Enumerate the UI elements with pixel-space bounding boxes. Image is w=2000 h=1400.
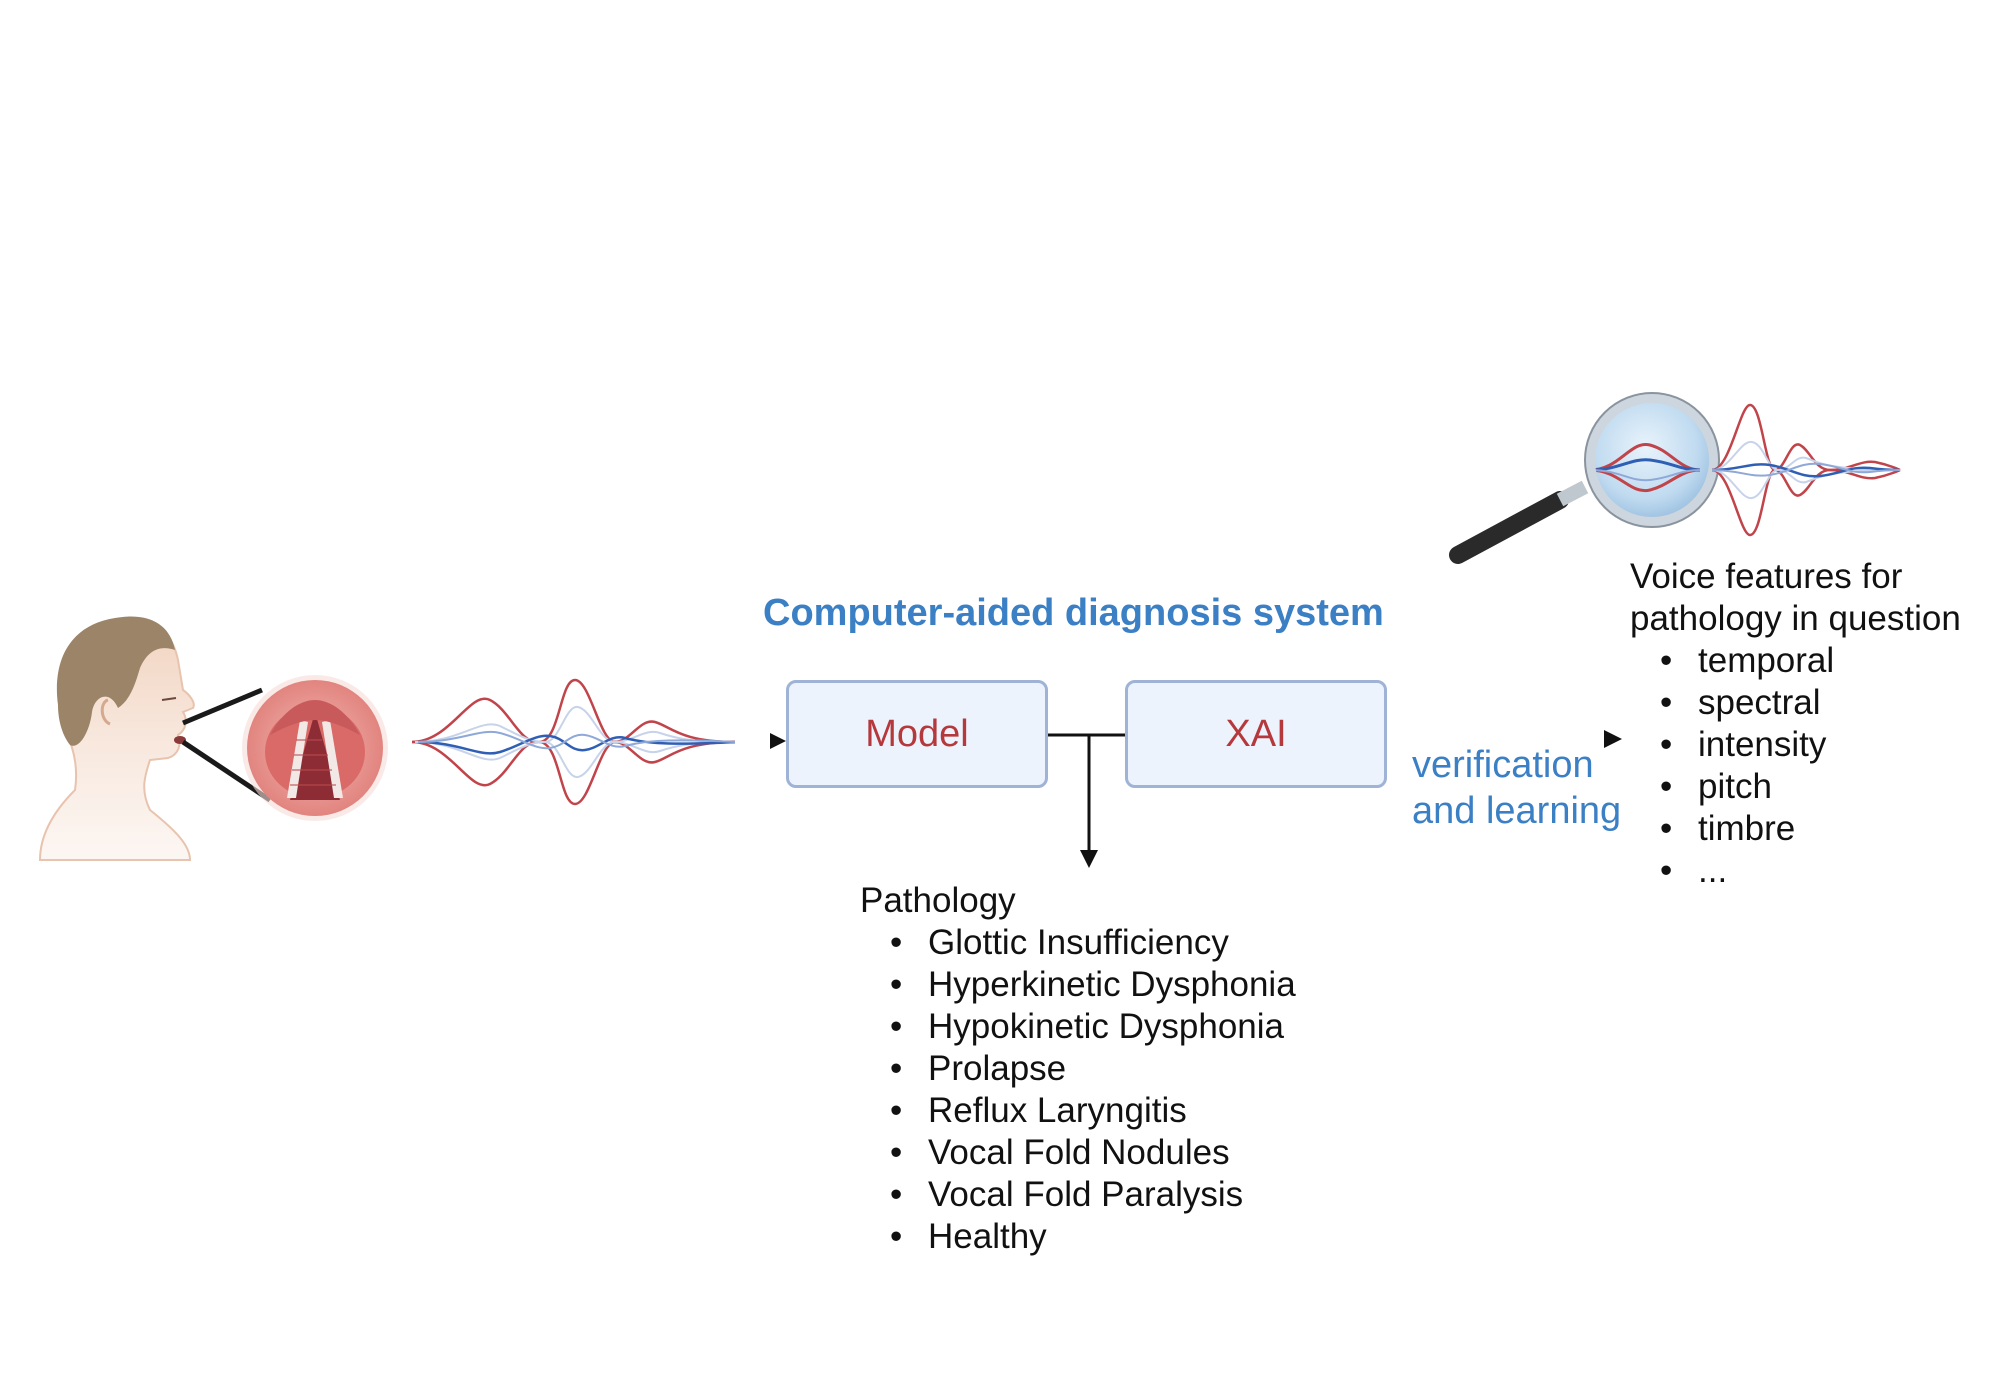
pathology-item: Reflux Laryngitis (860, 1090, 1296, 1132)
voice-features-heading-line2: pathology in question (1630, 599, 1961, 638)
model-label: Model (865, 712, 969, 755)
xai-box: XAI (1125, 680, 1387, 788)
system-title: Computer-aided diagnosis system (763, 592, 1384, 634)
voice-feature-item: spectral (1630, 682, 1961, 724)
voice-feature-item: intensity (1630, 724, 1961, 766)
pathology-heading: Pathology (860, 881, 1016, 920)
voice-feature-item: pitch (1630, 766, 1961, 808)
pathology-item: Hyperkinetic Dysphonia (860, 964, 1296, 1006)
sound-waveform-icon (411, 678, 736, 806)
zoom-line-bottom (181, 739, 272, 803)
person-head-icon (38, 616, 195, 861)
voice-feature-item: ... (1630, 850, 1961, 892)
xai-label: XAI (1225, 712, 1287, 755)
arrow-to-pathology-head (1080, 850, 1098, 868)
zoom-line-top (182, 687, 263, 726)
pathology-item: Prolapse (860, 1048, 1296, 1090)
voice-feature-item: temporal (1630, 640, 1961, 682)
arrow-to-model-head (770, 733, 786, 749)
pathology-item: Vocal Fold Nodules (860, 1132, 1296, 1174)
pathology-list: Pathology Glottic Insufficiency Hyperkin… (860, 880, 1296, 1258)
pathology-item: Vocal Fold Paralysis (860, 1174, 1296, 1216)
arrow-to-features-head (1604, 730, 1622, 748)
voice-features-list: Voice features for pathology in question… (1630, 556, 1961, 892)
pathology-item: Healthy (860, 1216, 1296, 1258)
model-box: Model (786, 680, 1048, 788)
pathology-item: Hypokinetic Dysphonia (860, 1006, 1296, 1048)
voice-features-heading-line1: Voice features for (1630, 557, 1903, 596)
pathology-item: Glottic Insufficiency (860, 922, 1296, 964)
feedback-label: verification and learning (1412, 742, 1621, 834)
larynx-vocal-folds-icon (242, 675, 388, 821)
voice-feature-item: timbre (1630, 808, 1961, 850)
magnifying-glass-icon (1449, 392, 1901, 564)
feedback-label-line2: and learning (1412, 790, 1622, 832)
feedback-label-line1: verification (1412, 744, 1594, 786)
